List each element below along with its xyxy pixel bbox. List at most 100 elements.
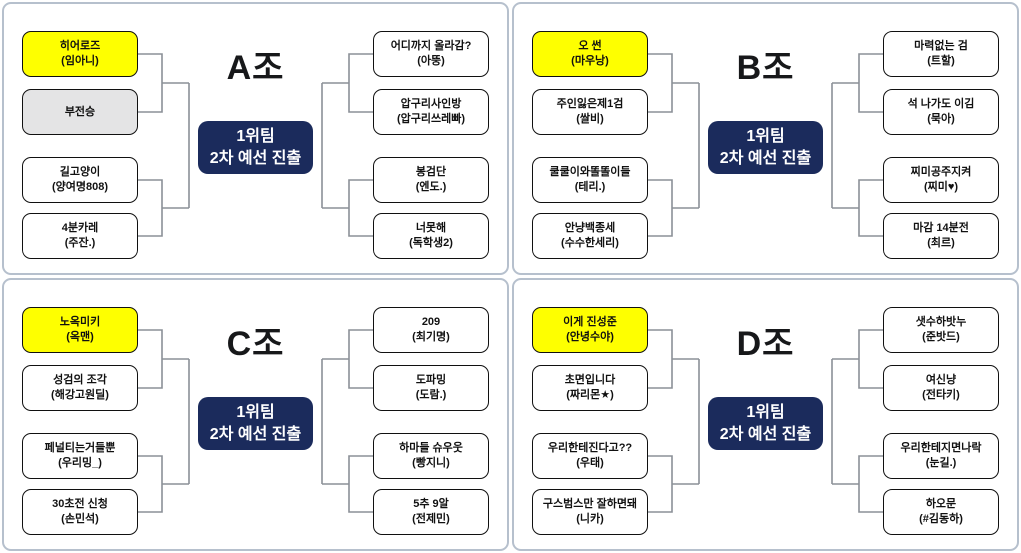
team-name: 부전승 <box>64 105 96 118</box>
team-name: 오 썬 <box>578 40 602 53</box>
team-box-highlight: 오 썬 (마우낭) <box>532 31 648 77</box>
team-name: 하마들 슈우웃 <box>399 442 463 455</box>
team-box: 페널티는거들뿐 (우리밍_) <box>22 433 138 479</box>
team-box: 너못해 (독학생2) <box>373 213 489 259</box>
team-box: 성검의 조각 (해강고원딜) <box>22 365 138 411</box>
team-member: (짜리몬★) <box>566 389 614 401</box>
team-box: 쿨쿨이와똘똘이들 (테리.) <box>532 157 648 203</box>
bracket-lines <box>648 329 883 513</box>
team-name: 이게 진성준 <box>563 316 617 329</box>
advance-line2: 2차 예선 진출 <box>719 149 812 167</box>
team-box: 압구리사인방 (압구리쓰레빠) <box>373 89 489 135</box>
team-member: (옥맨) <box>66 331 94 343</box>
team-member: (니카) <box>576 513 604 525</box>
group-d-panel: D조 1위팀 2차 예선 진출 이게 진성준 (안녕수야) 초면입니다 (짜리몬… <box>512 278 1019 551</box>
group-title: C조 <box>226 325 285 363</box>
team-name: 쿨쿨이와똘똘이들 <box>549 166 631 179</box>
team-member: (도람.) <box>415 389 447 401</box>
group-title: B조 <box>736 49 795 87</box>
team-name: 30초전 신청 <box>52 498 108 511</box>
team-member: (전타키) <box>922 389 960 401</box>
team-member: (빵지니) <box>412 457 450 469</box>
team-member: (독학생2) <box>409 237 453 249</box>
team-member: (마우낭) <box>571 55 609 67</box>
team-box: 주인잃은제1검 (쌀비) <box>532 89 648 135</box>
team-box: 봉검단 (엔도.) <box>373 157 489 203</box>
team-member: (압구리쓰레빠) <box>396 113 466 125</box>
team-box: 하오문 (#김동하) <box>883 489 999 535</box>
bracket-lines <box>138 329 373 513</box>
team-member: (눈길.) <box>925 457 957 469</box>
team-box: 하마들 슈우웃 (빵지니) <box>373 433 489 479</box>
team-box-highlight: 이게 진성준 (안녕수야) <box>532 307 648 353</box>
group-b-panel: B조 1위팀 2차 예선 진출 오 썬 (마우낭) 주인잃은제1검 (쌀비) 쿨… <box>512 2 1019 275</box>
team-member: (테리.) <box>574 181 606 193</box>
team-box: 마력없는 검 (트할) <box>883 31 999 77</box>
team-name: 5추 9알 <box>413 498 449 511</box>
team-name: 압구리사인방 <box>400 98 462 111</box>
team-member: (임아니) <box>61 55 99 67</box>
team-box: 어디까지 올라감? (아뚱) <box>373 31 489 77</box>
team-box: 30초전 신청 (손민석) <box>22 489 138 535</box>
team-box-bye: 부전승 <box>22 89 138 135</box>
advance-line2: 2차 예선 진출 <box>719 425 812 443</box>
team-member: (우태) <box>576 457 604 469</box>
group-a-panel: A조 1위팀 2차 예선 진출 히어로즈 (임아니) 부전승 길고양이 (양여명… <box>2 2 509 275</box>
group-title: D조 <box>736 325 795 363</box>
team-member: (주잔.) <box>64 237 96 249</box>
team-member: (우리밍_) <box>58 457 102 469</box>
advance-line2: 2차 예선 진출 <box>209 425 302 443</box>
team-name: 마력없는 검 <box>914 40 968 53</box>
team-member: (쌀비) <box>576 113 604 125</box>
team-member: (엔도.) <box>415 181 447 193</box>
team-name: 너못해 <box>415 222 447 235</box>
team-name: 페널티는거들뿐 <box>44 442 116 455</box>
team-box: 길고양이 (양여명808) <box>22 157 138 203</box>
team-name: 우리한테지면나락 <box>900 442 982 455</box>
advance-line1: 1위팀 <box>746 127 785 145</box>
team-box: 초면입니다 (짜리몬★) <box>532 365 648 411</box>
team-box: 우리한테진다고?? (우태) <box>532 433 648 479</box>
team-box: 4분카레 (주잔.) <box>22 213 138 259</box>
team-member: (수수한세리) <box>561 237 619 249</box>
bracket-lines <box>648 53 883 237</box>
team-member: (찌미♥) <box>923 181 959 193</box>
team-box-highlight: 히어로즈 (임아니) <box>22 31 138 77</box>
team-member: (해강고원딜) <box>51 389 109 401</box>
team-name: 여신냥 <box>925 374 957 387</box>
team-box: 석 나가도 이김 (묵아) <box>883 89 999 135</box>
advance-box: 1위팀 2차 예선 진출 <box>708 397 823 450</box>
team-box-highlight: 노옥미키 (옥맨) <box>22 307 138 353</box>
team-name: 노옥미키 <box>59 316 101 329</box>
team-member: (#김동하) <box>919 513 963 525</box>
team-member: (트할) <box>927 55 955 67</box>
advance-line1: 1위팀 <box>746 403 785 421</box>
team-name: 샛수하밧누 <box>915 316 967 329</box>
team-member: (안녕수야) <box>566 331 614 343</box>
team-name: 구스범스만 잘하면돼 <box>542 498 638 511</box>
team-box: 찌미공주지켜 (찌미♥) <box>883 157 999 203</box>
team-member: (묵아) <box>927 113 955 125</box>
team-box: 209 (최기명) <box>373 307 489 353</box>
advance-line1: 1위팀 <box>236 403 275 421</box>
team-name: 봉검단 <box>415 166 447 179</box>
team-name: 마감 14분전 <box>913 222 969 235</box>
team-box: 샛수하밧누 (준밧드) <box>883 307 999 353</box>
team-box: 마감 14분전 (최르) <box>883 213 999 259</box>
bracket-lines <box>138 53 373 237</box>
team-name: 길고양이 <box>59 166 101 179</box>
team-member: (손민석) <box>61 513 99 525</box>
team-name: 안냥백종세 <box>564 222 616 235</box>
advance-box: 1위팀 2차 예선 진출 <box>198 397 313 450</box>
team-name: 찌미공주지켜 <box>910 166 972 179</box>
group-c-panel: C조 1위팀 2차 예선 진출 노옥미키 (옥맨) 성검의 조각 (해강고원딜)… <box>2 278 509 551</box>
team-member: (전제민) <box>412 513 450 525</box>
team-member: (최르) <box>927 237 955 249</box>
team-box: 여신냥 (전타키) <box>883 365 999 411</box>
team-name: 4분카레 <box>61 222 99 235</box>
team-member: (준밧드) <box>922 331 960 343</box>
team-box: 우리한테지면나락 (눈길.) <box>883 433 999 479</box>
team-name: 도파밍 <box>415 374 447 387</box>
team-box: 5추 9알 (전제민) <box>373 489 489 535</box>
